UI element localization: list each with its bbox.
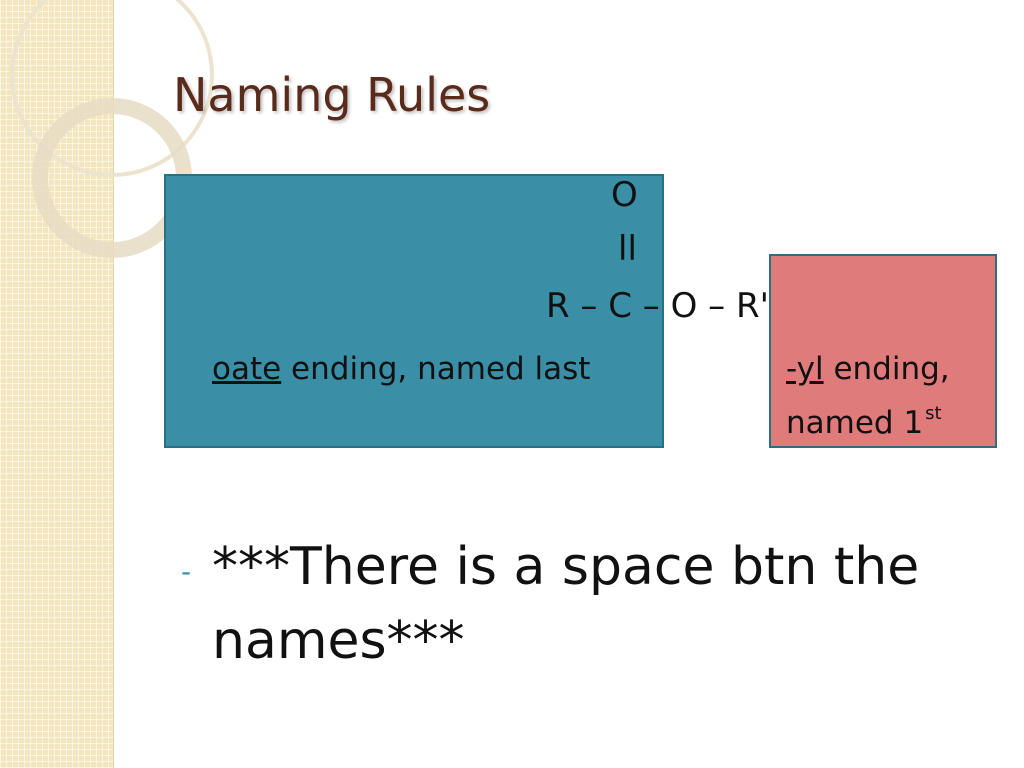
decorative-side-strip xyxy=(0,0,114,768)
formula-chain: R – C – O – R' xyxy=(546,286,769,326)
alkyl-label-superscript: st xyxy=(925,403,942,424)
ester-group-box xyxy=(164,174,664,448)
ester-label-rest: ending, named last xyxy=(281,351,591,387)
formula-oxygen: O xyxy=(611,175,638,215)
alkyl-group-box xyxy=(769,254,997,448)
slide-title: Naming Rules xyxy=(173,68,491,122)
alkyl-label-rest: ending, xyxy=(823,351,950,387)
alkyl-label-line1: -yl ending, xyxy=(786,352,950,386)
alkyl-label-named: named 1 xyxy=(786,405,924,441)
ester-label-suffix: oate xyxy=(212,351,282,387)
formula-double-bond: ll xyxy=(618,229,637,269)
alkyl-label-suffix: -yl xyxy=(786,351,824,387)
bullet-dash-icon: - xyxy=(181,555,192,588)
ester-label: oate ending, named last xyxy=(212,352,590,386)
bullet-text: ***There is a space btn the names*** xyxy=(212,537,920,671)
